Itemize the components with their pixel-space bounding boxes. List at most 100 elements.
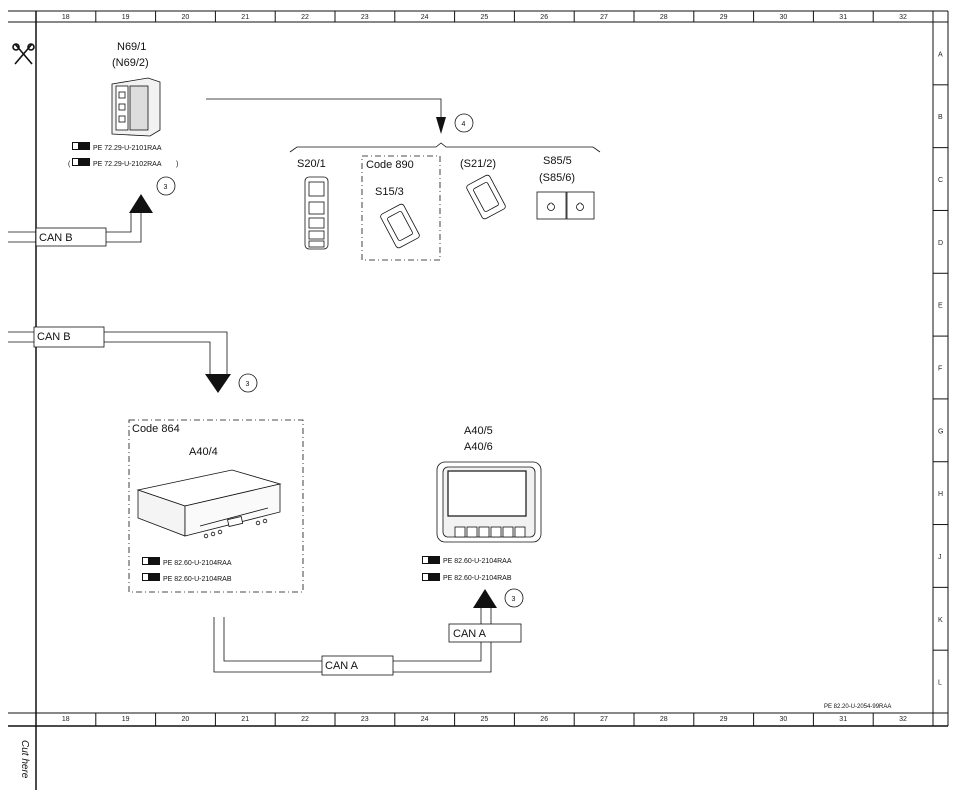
arrow-down-icon: [436, 117, 446, 134]
can-b-top-box: [35, 227, 107, 247]
row-letter: H: [938, 491, 943, 498]
column-number: 25: [481, 14, 489, 21]
n69-ref-2-prefix: (: [68, 161, 71, 168]
column-number: 26: [540, 716, 548, 723]
column-number: 26: [540, 14, 548, 21]
column-number: 24: [421, 14, 429, 21]
row-letter: C: [938, 177, 943, 184]
row-ticks: [933, 84, 948, 651]
column-number: 23: [361, 716, 369, 723]
row-letter: E: [938, 303, 943, 310]
callout-3: 3: [156, 176, 176, 196]
callout-3: 3: [238, 373, 258, 393]
s20-1-label: S20/1: [297, 158, 326, 170]
frame: [8, 10, 949, 790]
code-890-box: [361, 155, 441, 261]
svg-text:3: 3: [164, 184, 168, 191]
column-number: 24: [421, 716, 429, 723]
n69-ref-2-suffix: ): [176, 161, 178, 168]
column-number: 21: [241, 716, 249, 723]
callout-4: 4: [454, 113, 474, 133]
column-number: 27: [600, 716, 608, 723]
column-number: 21: [241, 14, 249, 21]
can-b-mid-box: [33, 326, 105, 348]
reference-hand-icon: [72, 158, 90, 166]
can-a-wire: [213, 608, 492, 673]
switch-icon: [466, 174, 506, 220]
s85-6-label: (S85/6): [539, 172, 575, 184]
column-number: 30: [780, 14, 788, 21]
row-letter: L: [938, 680, 942, 687]
arrow-up-icon: [473, 589, 497, 608]
code-864-title: Code 864: [132, 423, 180, 435]
n69-ref-1: PE 72.29-U-2101RAA: [93, 145, 162, 152]
group-bracket: [289, 142, 601, 153]
scissors-icon: [12, 43, 35, 65]
row-letter: G: [938, 428, 943, 435]
can-a-right-box: [448, 623, 522, 643]
column-number: 23: [361, 14, 369, 21]
a40-6-label: A40/6: [464, 441, 493, 453]
column-number: 28: [660, 14, 668, 21]
row-letter: K: [938, 617, 943, 624]
column-number: 32: [899, 14, 907, 21]
column-number: 22: [301, 716, 309, 723]
code-890-title: Code 890: [366, 159, 414, 171]
n69-1-label: N69/1: [117, 41, 146, 53]
window-switch-panel-icon: [304, 176, 329, 250]
column-number: 32: [899, 716, 907, 723]
a40-5-ref-2: PE 82.60-U-2104RAB: [443, 575, 512, 582]
n69-to-group-wire: [206, 98, 442, 118]
column-number: 31: [839, 716, 847, 723]
column-ticks: [95, 11, 934, 726]
a40-4-label: A40/4: [189, 446, 218, 458]
can-a-right-label: CAN A: [453, 628, 487, 640]
column-number: 20: [182, 716, 190, 723]
row-letter: J: [938, 554, 942, 561]
reference-hand-icon: [422, 556, 440, 564]
arrow-up-icon: [129, 194, 153, 213]
column-number: 29: [720, 716, 728, 723]
can-b-top-label: CAN B: [39, 232, 73, 244]
footer-reference: PE 82.20-U-2054-99RAA: [824, 704, 891, 710]
row-letter: F: [938, 366, 942, 373]
svg-text:3: 3: [512, 596, 516, 603]
column-number: 30: [780, 716, 788, 723]
n69-2-label: (N69/2): [112, 57, 149, 69]
can-b-mid-wire: [8, 331, 228, 374]
column-number: 25: [481, 716, 489, 723]
n69-ref-2: PE 72.29-U-2102RAA: [93, 161, 162, 168]
media-drive-icon: [136, 469, 282, 539]
column-number: 27: [600, 14, 608, 21]
column-number: 18: [62, 716, 70, 723]
code-864-box: [128, 419, 304, 593]
s15-3-label: S15/3: [375, 186, 404, 198]
can-a-bottom-box: [321, 655, 394, 676]
can-b-mid-label: CAN B: [37, 331, 71, 343]
reference-hand-icon: [72, 142, 90, 150]
reference-hand-icon: [422, 573, 440, 581]
column-numbers: 1818191920202121222223232424252526262727…: [62, 14, 907, 723]
column-number: 22: [301, 14, 309, 21]
reference-hand-icon: [142, 573, 160, 581]
lock-switch-icon: [536, 191, 595, 220]
door-control-module-icon: [111, 77, 161, 137]
arrow-down-icon: [205, 374, 231, 393]
a40-5-ref-1: PE 82.60-U-2104RAA: [443, 558, 512, 565]
column-number: 28: [660, 716, 668, 723]
svg-text:4: 4: [462, 121, 466, 128]
a40-4-ref-2: PE 82.60-U-2104RAB: [163, 576, 232, 583]
callout-3: 3: [504, 588, 524, 608]
switch-icon: [380, 203, 420, 249]
svg-text:3: 3: [246, 381, 250, 388]
a40-4-ref-1: PE 82.60-U-2104RAA: [163, 560, 232, 567]
column-number: 20: [182, 14, 190, 21]
column-number: 29: [720, 14, 728, 21]
cut-here-text: Cut here: [19, 740, 30, 779]
row-letter: D: [938, 240, 943, 247]
display-unit-icon: [436, 461, 542, 543]
reference-hand-icon: [142, 557, 160, 565]
row-letter: A: [938, 51, 943, 58]
